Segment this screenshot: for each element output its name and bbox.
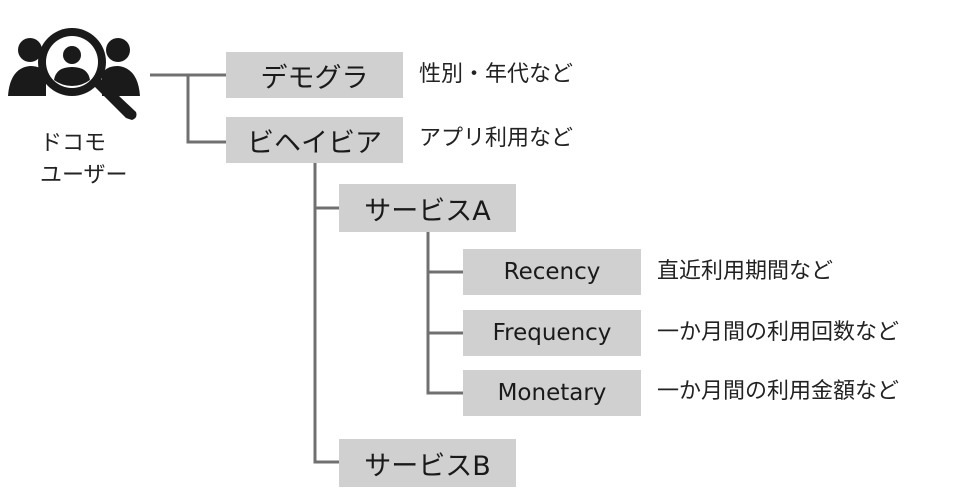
node-frequency-desc: 一か月間の利用回数など: [657, 320, 900, 345]
connector-service-a-trunk: [426, 232, 463, 395]
node-frequency: Frequency: [463, 310, 641, 356]
node-recency-desc: 直近利用期間など: [657, 259, 834, 284]
node-monetary: Monetary: [463, 370, 641, 416]
user-label-line2: ユーザー: [40, 163, 128, 188]
node-service-b: サービスB: [339, 439, 516, 487]
user-label-line1: ドコモ: [40, 131, 107, 156]
node-monetary-desc: 一か月間の利用金額など: [657, 379, 900, 404]
node-demogra-desc: 性別・年代など: [419, 62, 574, 87]
node-behavior: ビヘイビア: [226, 117, 403, 163]
connector-behavior-trunk: [313, 163, 339, 464]
node-service-a: サービスA: [339, 184, 516, 232]
node-demogra: デモグラ: [226, 52, 403, 98]
user-search-icon: [8, 28, 140, 120]
node-recency: Recency: [463, 249, 641, 295]
connector-user-behavior: [186, 75, 226, 144]
node-behavior-desc: アプリ利用など: [419, 126, 574, 151]
